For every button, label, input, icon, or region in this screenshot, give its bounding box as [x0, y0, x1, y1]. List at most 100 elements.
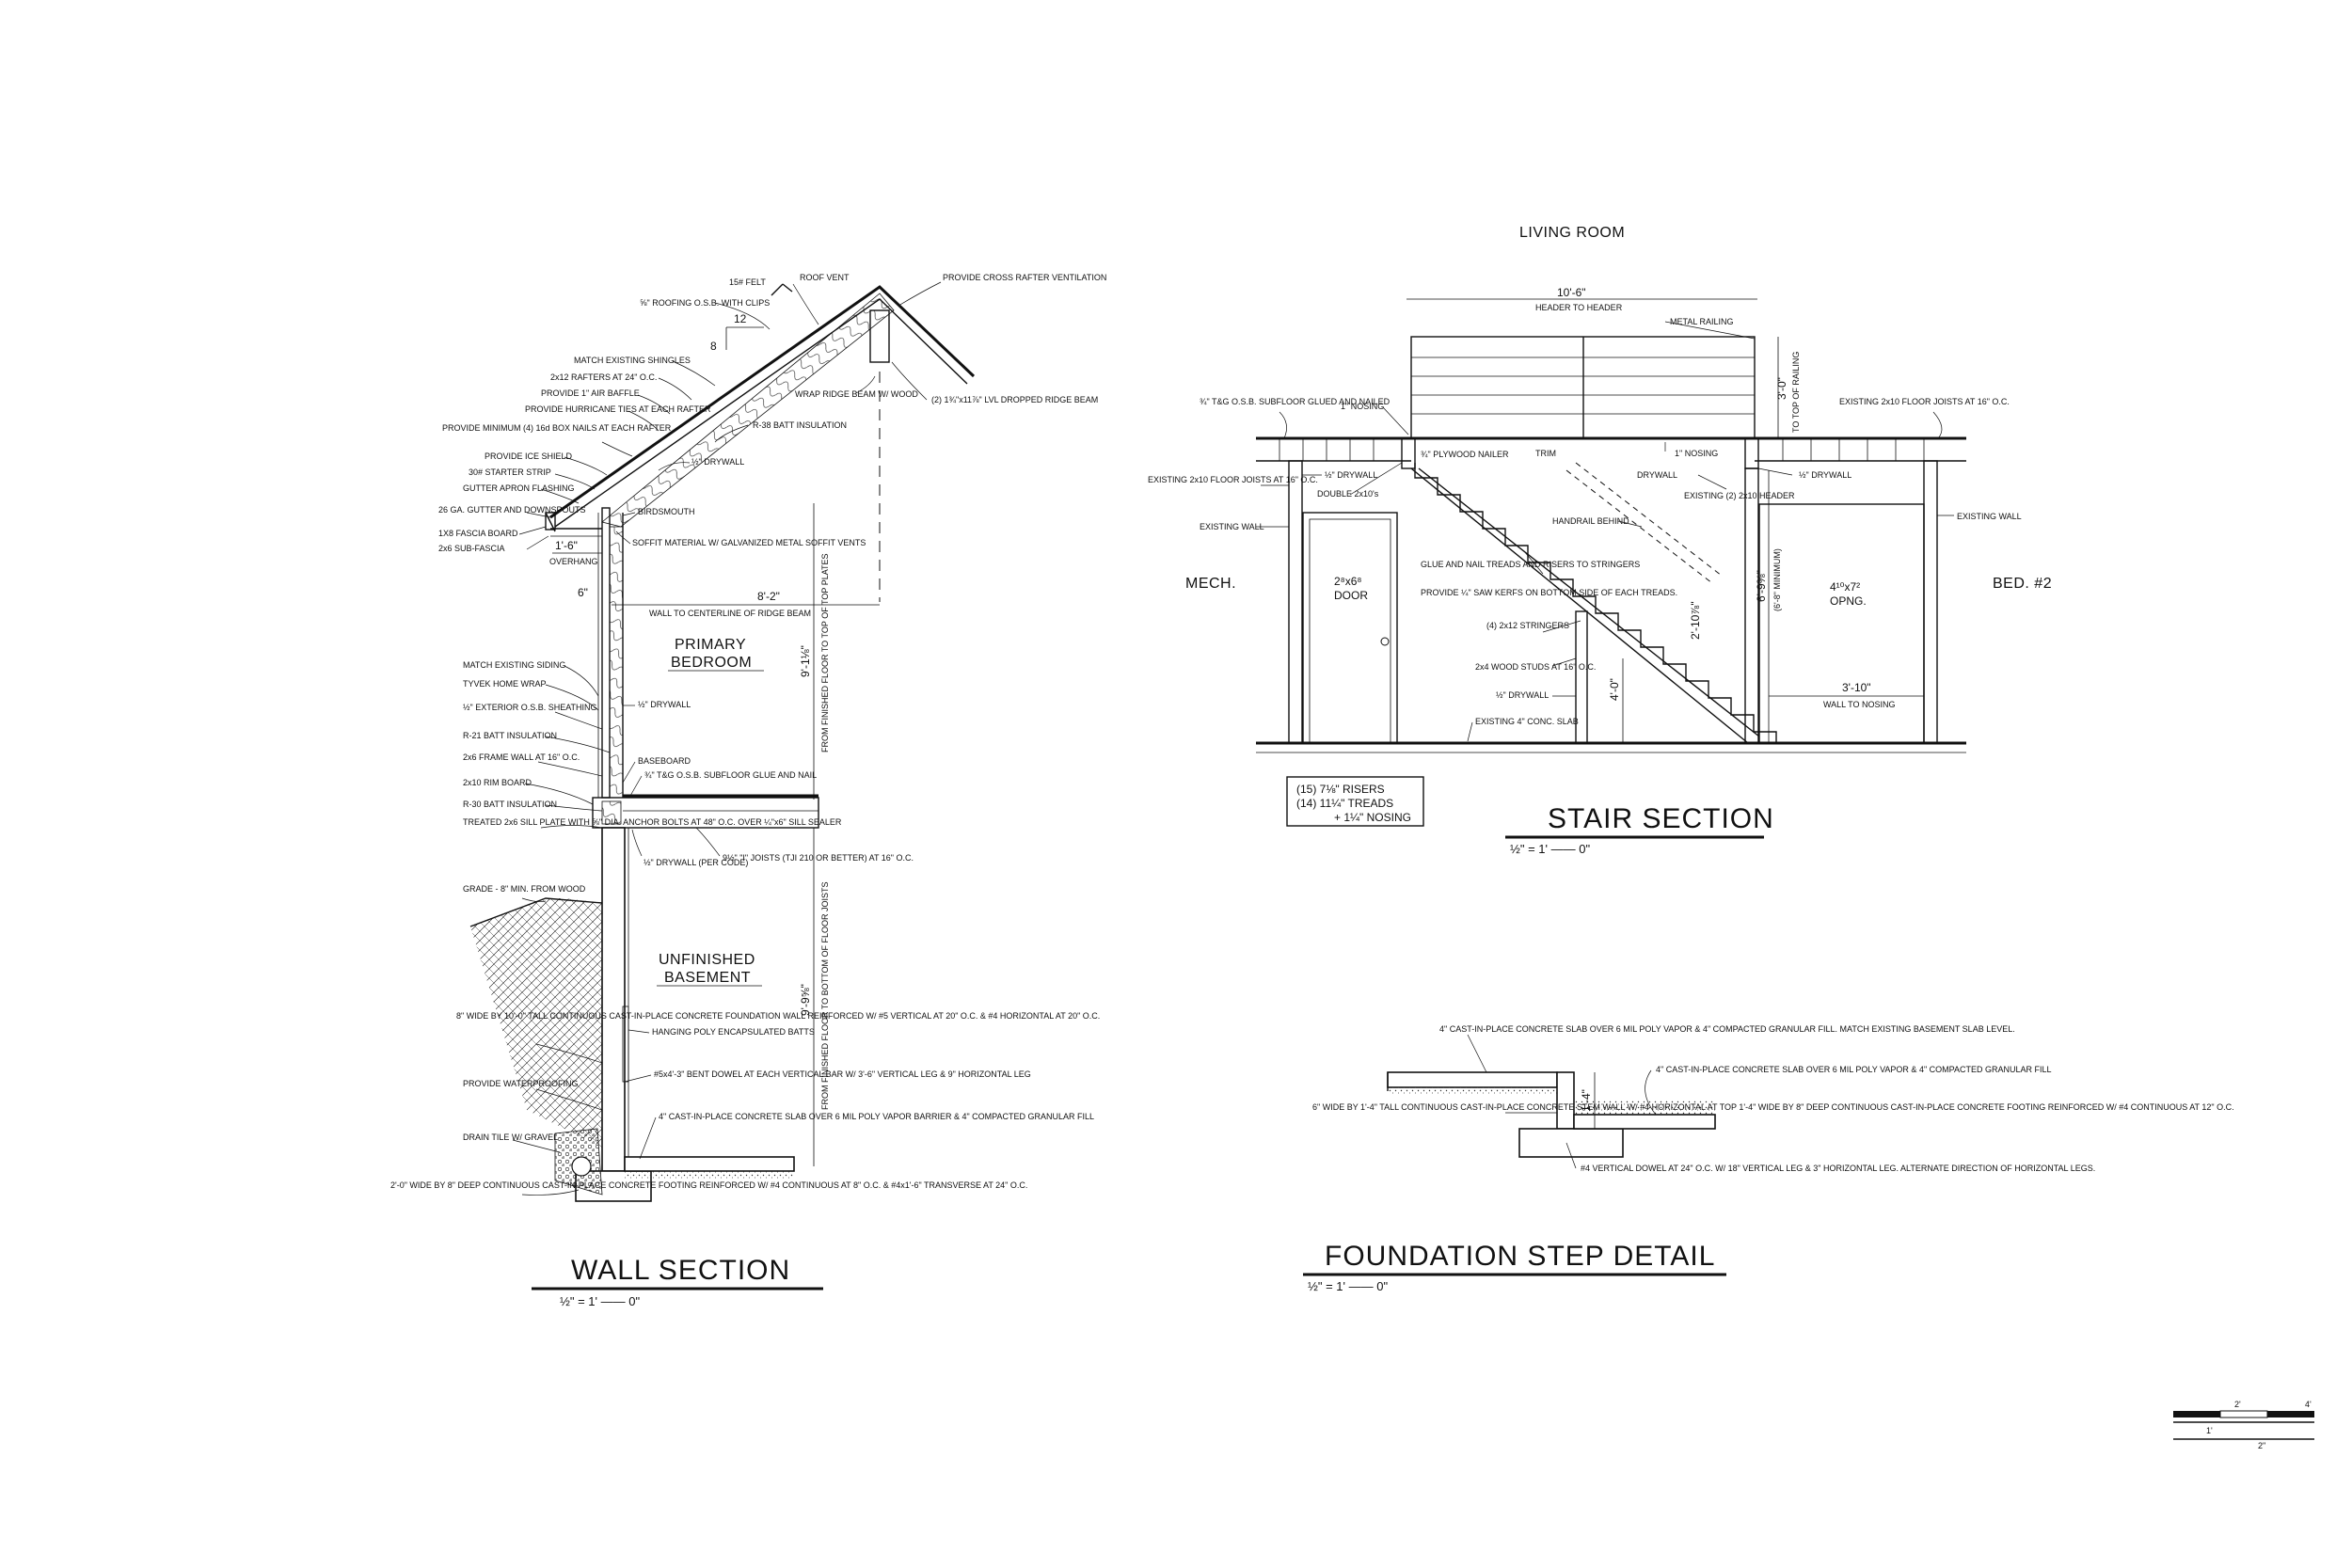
note: GLUE AND NAIL TREADS AND RISERS TO STRIN…: [1421, 560, 1640, 569]
wall-leaders: [512, 281, 942, 1196]
note: DRAIN TILE W/ GRAVEL: [463, 1132, 558, 1142]
wall-mid: [1744, 467, 1759, 744]
note: R-38 BATT INSULATION: [753, 420, 847, 430]
door-2868: [1302, 512, 1398, 744]
room-bed2: BED. #2: [1993, 576, 2052, 592]
note: ½" DRYWALL (PER CODE): [644, 858, 748, 867]
note: 2x6 SUB-FASCIA: [438, 544, 505, 553]
dim-overhang-label: OVERHANG: [549, 557, 598, 566]
stair-section-title: STAIR SECTION: [1548, 803, 1774, 834]
note: EXISTING WALL: [1957, 512, 2022, 521]
note: 4" CAST-IN-PLACE CONCRETE SLAB OVER 6 MI…: [1439, 1024, 2015, 1034]
note: PROVIDE CROSS RAFTER VENTILATION: [943, 273, 1106, 282]
note: 2x6 FRAME WALL AT 16" O.C.: [463, 752, 580, 762]
note: (4) 2x12 STRINGERS: [1486, 621, 1569, 630]
note: ½" DRYWALL: [638, 700, 691, 709]
note: TREATED 2x6 SILL PLATE WITH ⅝" DIA. ANCH…: [463, 817, 842, 827]
wall-right: [1923, 460, 1938, 744]
stud-wall: [1575, 610, 1588, 744]
note: 15# FELT: [729, 277, 766, 287]
note: EXISTING 4" CONC. SLAB: [1475, 717, 1579, 726]
floor-joists: [592, 797, 819, 829]
note: (2) 1¾"x11⅞" LVL DROPPED RIDGE BEAM: [931, 395, 1098, 404]
stem-wall: [1556, 1071, 1575, 1130]
note: ½" DRYWALL: [1496, 690, 1549, 700]
drain-tile-pipe: [571, 1156, 592, 1177]
scale-d: 2": [2258, 1441, 2265, 1450]
note: ¾" T&G O.S.B. SUBFLOOR GLUE AND NAIL: [644, 770, 817, 780]
note: ROOF VENT: [800, 273, 850, 282]
wall-left: [1288, 460, 1303, 744]
opening-size: 4¹⁰x7²: [1830, 580, 1860, 594]
schedule-treads: (14) 11¼" TREADS: [1296, 797, 1393, 810]
dim-header: 10'-6": [1557, 286, 1586, 299]
wall-section-drawing: 12 8 1'-6" OVERHANG 6" 8'-2" WALL TO CEN…: [390, 273, 1106, 1308]
stringer: [1410, 467, 1749, 744]
note: R-21 BATT INSULATION: [463, 731, 557, 740]
upper-floor: [1256, 436, 1966, 469]
note: BIRDSMOUTH: [638, 507, 695, 516]
note: ¾" PLYWOOD NAILER: [1421, 450, 1509, 459]
note: ½" DRYWALL: [1325, 470, 1377, 480]
note: ½" DRYWALL: [1799, 470, 1851, 480]
door-size: 2⁸x6⁸: [1334, 575, 1361, 588]
note: ½" EXTERIOR O.S.B. SHEATHING: [463, 703, 597, 712]
foundation-step-scale: ½" = 1' —— 0": [1308, 1279, 1388, 1293]
step-footing: [1518, 1128, 1624, 1158]
note: ½" DRYWALL: [691, 457, 744, 467]
roof-insulation: [601, 293, 895, 528]
note: ¾" T&G O.S.B. SUBFLOOR GLUED AND NAILED: [1200, 397, 1391, 406]
foundation-wall: [601, 827, 626, 1172]
opening-label: OPNG.: [1830, 594, 1867, 608]
note: PROVIDE MINIMUM (4) 16d BOX NAILS AT EAC…: [442, 423, 672, 433]
opening-4107: [1758, 503, 1925, 744]
rafter-line: [554, 298, 968, 528]
earth-backfill: [470, 898, 602, 1148]
dim-headroom-label: (6'-8" MINIMUM): [1772, 548, 1782, 611]
dim-rail-label: TO TOP OF RAILING: [1791, 352, 1801, 433]
wall-notes-right: ROOF VENT PROVIDE CROSS RAFTER VENTILATI…: [632, 273, 1106, 1121]
scale-c: 1': [2206, 1426, 2213, 1435]
note: PROVIDE WATERPROOFING: [463, 1079, 579, 1088]
dim-wall-to-nosing: 3'-10": [1842, 681, 1871, 694]
note: 1" NOSING: [1675, 449, 1718, 458]
note: DRYWALL: [1637, 470, 1677, 480]
note: EXISTING 2x10 FLOOR JOISTS AT 16" O.C.: [1148, 475, 1318, 484]
roof-deck: [549, 285, 976, 519]
note: HANGING POLY ENCAPSULATED BATTS: [652, 1027, 815, 1037]
note: 30# STARTER STRIP: [469, 467, 551, 477]
note: TYVEK HOME WRAP: [463, 679, 547, 689]
note: 4" CAST-IN-PLACE CONCRETE SLAB OVER 6 MI…: [659, 1112, 1094, 1121]
note: DOUBLE 2x10's: [1317, 489, 1379, 499]
dim-upper: 9'-1⅛": [799, 645, 812, 677]
note: GRADE - 8" MIN. FROM WOOD: [463, 884, 586, 894]
note: 1" NOSING: [1341, 402, 1384, 411]
note: PROVIDE 1" AIR BAFFLE: [541, 388, 640, 398]
step-notes: 4" CAST-IN-PLACE CONCRETE SLAB OVER 6 MI…: [1312, 1024, 2234, 1173]
stair-treads: [1414, 463, 1777, 743]
note: WRAP RIDGE BEAM W/ WOOD: [795, 389, 918, 399]
wall-section-scale: ½" = 1' —— 0": [560, 1294, 640, 1308]
dim-knee: 4'-0": [1608, 678, 1621, 701]
metal-railing: [1410, 336, 1756, 439]
stair-section-drawing: LIVING ROOM 10'-6" HEADER TO HEADER 3'-0…: [1148, 225, 2052, 856]
note: EXISTING WALL: [1200, 522, 1264, 531]
note: MATCH EXISTING SIDING: [463, 660, 565, 670]
note: PROVIDE ICE SHIELD: [485, 451, 573, 461]
stair-schedule: (15) 7⅛" RISERS (14) 11¼" TREADS + 1¼" N…: [1286, 776, 1424, 827]
note: EXISTING 2x10 FLOOR JOISTS AT 16" O.C.: [1839, 397, 2010, 406]
note: 9½" "I" JOISTS (TJI 210 OR BETTER) AT 16…: [723, 853, 914, 863]
pitch-run: 12: [734, 312, 747, 325]
note: 2x4 WOOD STUDS AT 16" O.C.: [1475, 662, 1596, 672]
upper-slab: [1387, 1071, 1558, 1088]
foundation-step-title: FOUNDATION STEP DETAIL: [1325, 1241, 1715, 1272]
wall-insulation: [609, 526, 624, 799]
basement-slab: [624, 1156, 795, 1172]
note: #5x4'-3" BENT DOWEL AT EACH VERTICAL BAR…: [654, 1069, 1031, 1079]
door-label: DOOR: [1334, 589, 1368, 602]
ridge-beam: [869, 309, 890, 363]
room-primary-line1: PRIMARY: [675, 637, 746, 653]
note: EXISTING (2) 2x10 HEADER: [1684, 491, 1795, 500]
note: 4" CAST-IN-PLACE CONCRETE SLAB OVER 6 MI…: [1656, 1065, 2052, 1074]
note: METAL RAILING: [1670, 317, 1734, 326]
